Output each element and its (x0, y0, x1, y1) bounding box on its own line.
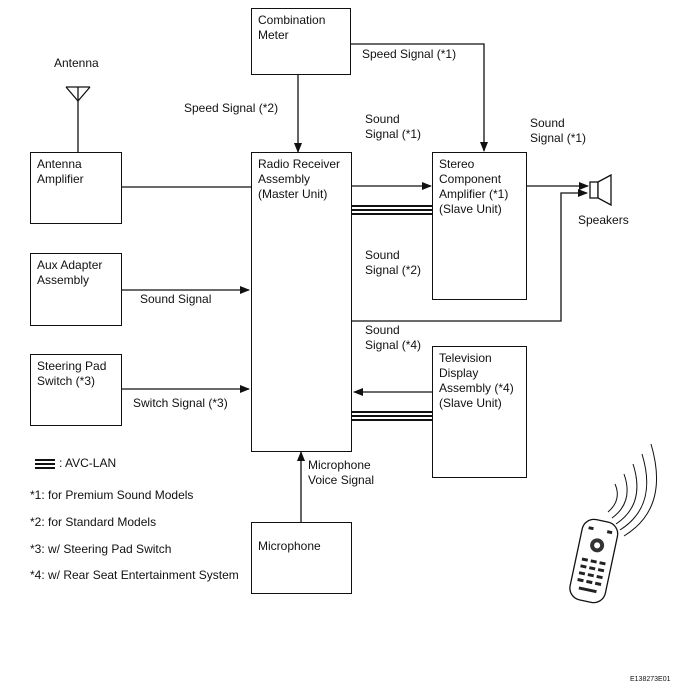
aux-adapter-box: Aux Adapter Assembly (30, 253, 122, 326)
speaker-icon (589, 173, 612, 207)
television-display-label: Television Display Assembly (*4) (Slave … (439, 351, 514, 410)
antenna-amplifier-label: Antenna Amplifier (37, 157, 84, 186)
sound-signal-2-label: Sound Signal (*2) (365, 248, 422, 277)
sound-signal-4-label: Sound Signal (*4) (365, 323, 422, 352)
speed-signal-2-label: Speed Signal (*2) (184, 101, 279, 115)
speed-signal-1-label: Speed Signal (*1) (362, 47, 457, 61)
avc-lan-legend-label: : AVC-LAN (59, 456, 117, 470)
footnote-2: *2: for Standard Models (30, 515, 157, 529)
sound-signal-2-line (352, 189, 588, 322)
steering-pad-switch-box: Steering Pad Switch (*3) (30, 354, 122, 426)
television-display-box: Television Display Assembly (*4) (Slave … (432, 346, 527, 478)
microphone-label: Microphone (258, 539, 321, 553)
stereo-amplifier-label: Stereo Component Amplifier (*1) (Slave U… (439, 157, 509, 216)
radio-receiver-box: Radio Receiver Assembly (Master Unit) (251, 152, 352, 452)
remote-control-icon (569, 443, 658, 604)
antenna-icon (65, 86, 91, 152)
radio-receiver-label: Radio Receiver Assembly (Master Unit) (258, 157, 341, 201)
avc-lan-bus (35, 205, 432, 469)
antenna-label: Antenna (54, 56, 99, 70)
aux-sound-signal-label: Sound Signal (140, 292, 212, 306)
combination-meter-box: Combination Meter (251, 8, 351, 75)
mic-voice-signal-label: Microphone Voice Signal (308, 458, 375, 487)
footnote-4: *4: w/ Rear Seat Entertainment System (30, 568, 239, 582)
sound-signal-1a-label: Sound Signal (*1) (365, 112, 422, 141)
microphone-box: Microphone (251, 522, 352, 594)
antenna-amplifier-box: Antenna Amplifier (30, 152, 122, 224)
steering-pad-switch-label: Steering Pad Switch (*3) (37, 359, 107, 388)
speed-signal-1-line (351, 43, 488, 152)
switch-signal-label: Switch Signal (*3) (133, 396, 228, 410)
figure-id: E138273E01 (630, 676, 671, 683)
footnote-1: *1: for Premium Sound Models (30, 488, 194, 502)
combination-meter-label: Combination Meter (258, 13, 326, 42)
speakers-label: Speakers (578, 213, 629, 227)
aux-adapter-label: Aux Adapter Assembly (37, 258, 103, 287)
stereo-amplifier-box: Stereo Component Amplifier (*1) (Slave U… (432, 152, 527, 300)
footnote-3: *3: w/ Steering Pad Switch (30, 542, 172, 556)
sound-signal-1b-label: Sound Signal (*1) (530, 116, 587, 145)
